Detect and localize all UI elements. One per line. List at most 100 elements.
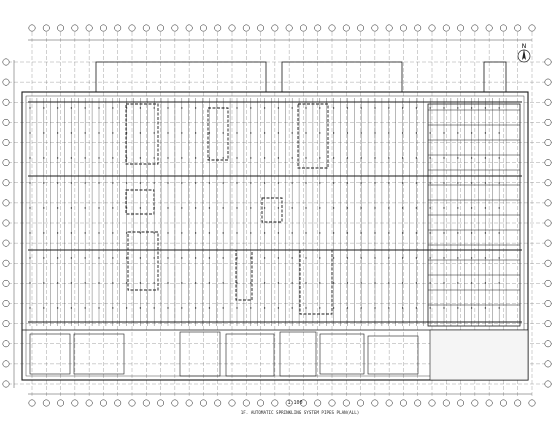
axis-bubble — [185, 399, 193, 407]
axis-bubble — [257, 24, 265, 32]
sprinkler-head — [291, 107, 293, 109]
axis-bubble — [2, 98, 10, 106]
axis-bubble — [528, 24, 536, 32]
sprinkler-head — [277, 107, 280, 109]
axis-bubble — [544, 179, 552, 187]
sprinkler-head — [112, 157, 114, 159]
sprinkler-head — [415, 282, 418, 284]
annex-block — [95, 61, 267, 93]
axis-bubble — [544, 118, 552, 126]
sprinkler-head — [98, 107, 100, 109]
core-room — [297, 103, 329, 169]
sprinkler-head — [305, 207, 307, 209]
axis-bubble — [214, 24, 222, 32]
sprinkler-head — [374, 307, 376, 309]
sprinkler-head — [70, 107, 73, 109]
axis-bubble — [114, 399, 122, 407]
sprinkler-head — [194, 157, 197, 159]
sprinkler-head — [70, 207, 73, 209]
axis-bubble — [114, 24, 122, 32]
axis-bubble — [2, 320, 10, 328]
sprinkler-head — [346, 182, 349, 184]
sprinkler-head — [401, 257, 404, 259]
sprinkler-head — [319, 107, 321, 109]
axis-bubble — [199, 399, 207, 407]
sprinkler-head — [470, 182, 473, 184]
sprinkler-head — [194, 232, 197, 234]
sprinkler-head — [346, 157, 349, 159]
sprinkler-head — [70, 257, 73, 259]
sprinkler-head — [263, 132, 266, 134]
sprinkler-head — [112, 132, 114, 134]
sprinkler-head — [56, 307, 59, 309]
sprinkler-head — [498, 157, 500, 159]
sprinkler-head — [236, 207, 238, 209]
sprinkler-head — [319, 132, 321, 134]
sprinkler-head — [56, 282, 59, 284]
sprinkler-head — [167, 107, 169, 109]
sprinkler-head — [277, 132, 280, 134]
annex-block — [281, 61, 403, 93]
axis-bubble — [228, 24, 236, 32]
axis-bubble — [514, 399, 522, 407]
sprinkler-head — [415, 257, 418, 259]
sprinkler-head — [43, 257, 45, 259]
sprinkler-head — [484, 307, 487, 309]
sprinkler-head — [222, 282, 224, 284]
axis-bubble — [442, 24, 450, 32]
sprinkler-head — [263, 307, 266, 309]
axis-bubble — [28, 399, 36, 407]
sprinkler-head — [332, 107, 335, 109]
axis-bubble — [128, 399, 136, 407]
axis-bubble — [385, 399, 393, 407]
axis-bubble — [314, 399, 322, 407]
sprinkler-head — [139, 107, 142, 109]
axis-bubble — [544, 300, 552, 307]
axis-bubble — [271, 24, 279, 32]
core-room — [127, 231, 159, 291]
axis-bubble — [242, 399, 250, 407]
sprinkler-head — [194, 207, 197, 209]
sprinkler-head — [457, 257, 459, 259]
interior-rooms — [29, 103, 521, 377]
axis-bubble — [142, 24, 150, 32]
axis-bubble — [499, 24, 507, 32]
sprinkler-head — [360, 282, 362, 284]
building-outline — [21, 61, 529, 381]
sprinkler-head — [319, 282, 321, 284]
axis-bubble — [2, 360, 10, 368]
axis-bubble — [544, 219, 552, 227]
sprinkler-head — [401, 107, 404, 109]
sprinkler-head — [181, 282, 183, 284]
sprinkler-head — [263, 157, 266, 159]
sprinkler-head — [277, 257, 280, 259]
sprinkler-head — [388, 257, 390, 259]
axis-bubble — [85, 24, 93, 32]
sprinkler-head — [153, 157, 155, 159]
sprinkler-head — [167, 132, 169, 134]
sprinkler-head — [374, 232, 376, 234]
axis-bubble — [71, 399, 79, 407]
sprinkler-head — [415, 107, 418, 109]
sprinkler-head — [305, 182, 307, 184]
axis-bubble — [228, 399, 236, 407]
axis-bubble — [57, 24, 65, 32]
axis-bubble — [457, 399, 465, 407]
sprinkler-head — [443, 107, 445, 109]
sprinkler-head — [194, 132, 197, 134]
sprinkler-head — [484, 107, 487, 109]
sprinkler-head — [360, 107, 362, 109]
sprinkler-head — [319, 157, 321, 159]
inner-wall — [25, 95, 525, 377]
axis-bubble — [2, 279, 10, 287]
sprinkler-head — [112, 232, 114, 234]
sprinkler-head — [346, 282, 349, 284]
sprinkler-head — [470, 107, 473, 109]
axis-bubble — [299, 24, 307, 32]
axis-bubble — [357, 399, 365, 407]
sprinkler-head — [43, 157, 45, 159]
sprinkler-head — [222, 132, 224, 134]
sprinkler-head — [70, 232, 73, 234]
sprinkler-head — [70, 182, 73, 184]
